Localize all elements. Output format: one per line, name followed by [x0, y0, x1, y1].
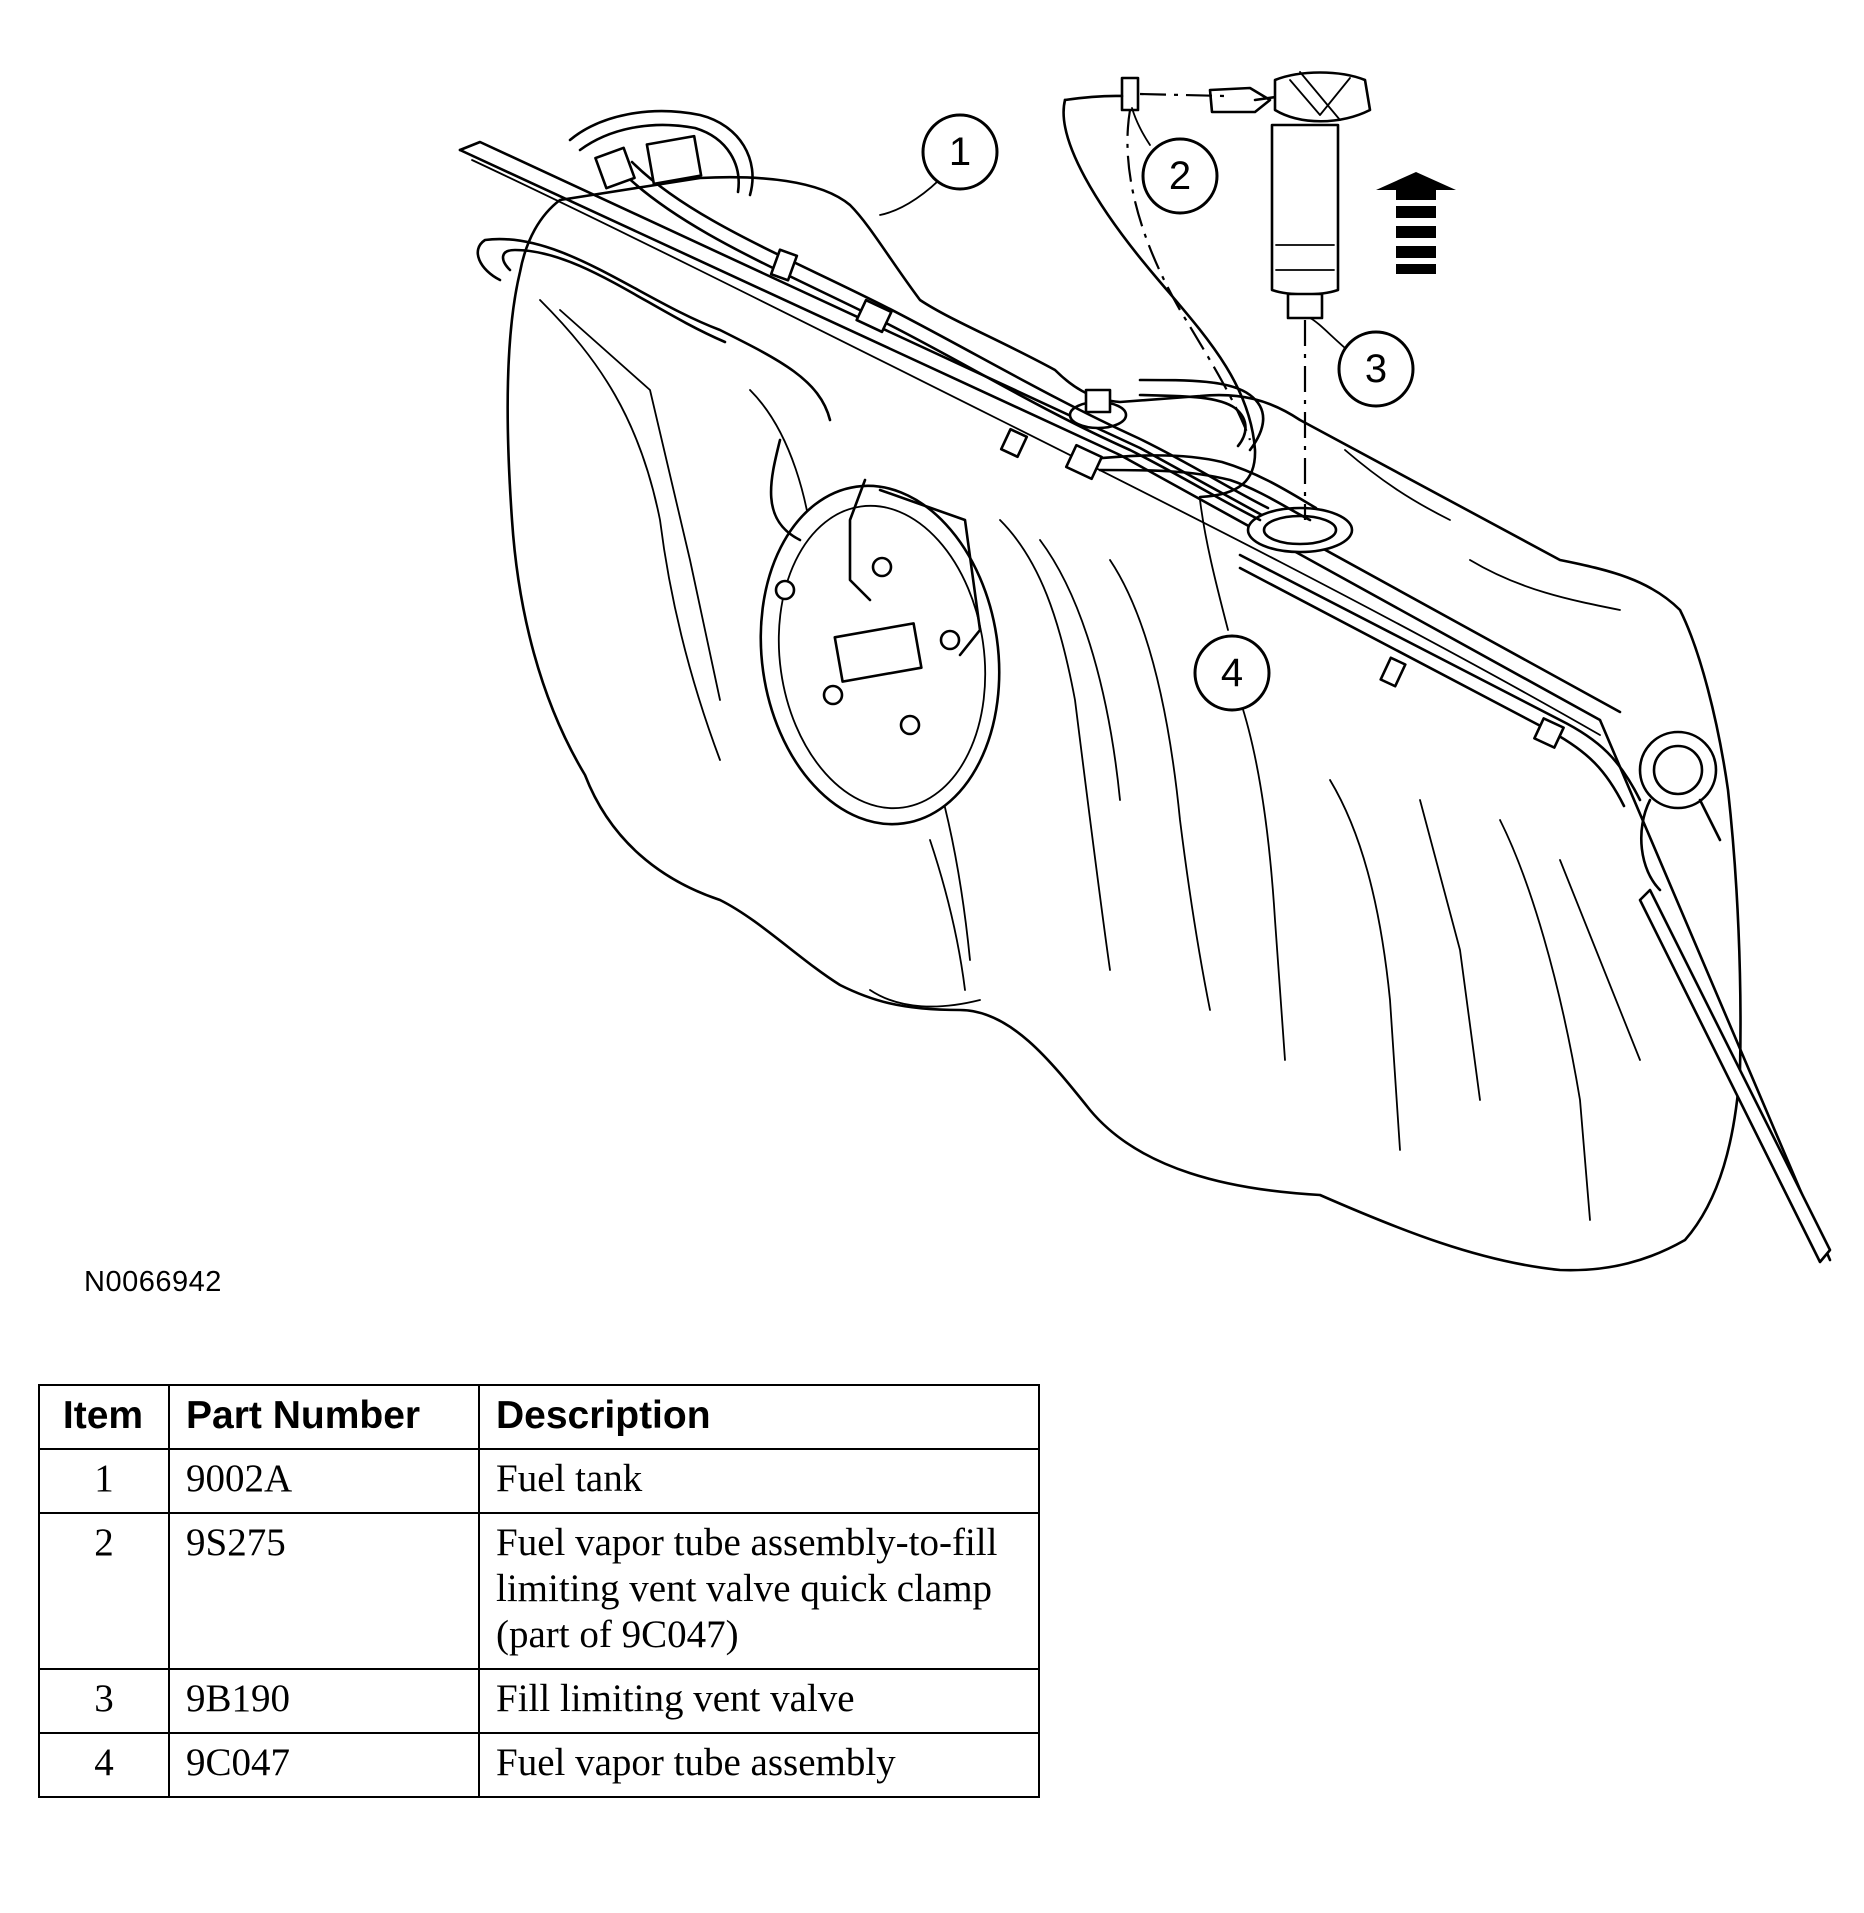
table-header-row: Item Part Number Description: [38, 1384, 1040, 1450]
column-header-part-number: Part Number: [168, 1384, 480, 1450]
cell-description: Fuel vapor tube assembly: [478, 1732, 1040, 1798]
cell-item: 4: [38, 1732, 170, 1798]
fuel-tank-drawing: [458, 140, 1832, 1272]
exploded-view-diagram: 1 2 3 4: [458, 71, 1832, 1272]
svg-text:2: 2: [1169, 154, 1191, 198]
callout-3: 3: [1337, 330, 1415, 408]
svg-text:4: 4: [1221, 651, 1243, 695]
svg-text:3: 3: [1365, 347, 1387, 391]
vent-valve-drawing: [1120, 71, 1456, 320]
vapor-tube-drawing: [476, 109, 1642, 808]
cell-item: 2: [38, 1512, 170, 1670]
callout-1: 1: [921, 113, 999, 191]
cell-description: Fill limiting vent valve: [478, 1668, 1040, 1734]
column-header-item: Item: [38, 1384, 170, 1450]
cell-item: 3: [38, 1668, 170, 1734]
table-row: 1 9002A Fuel tank: [38, 1448, 1040, 1514]
column-header-description: Description: [478, 1384, 1040, 1450]
svg-text:1: 1: [949, 130, 971, 174]
parts-table: Item Part Number Description 1 9002A Fue…: [38, 1384, 1040, 1798]
cell-part-number: 9C047: [168, 1732, 480, 1798]
figure-id: N0066942: [84, 1266, 222, 1298]
cell-part-number: 9B190: [168, 1668, 480, 1734]
table-row: 4 9C047 Fuel vapor tube assembly: [38, 1732, 1040, 1798]
cell-description: Fuel vapor tube assembly-to-fill limitin…: [478, 1512, 1040, 1670]
cell-description: Fuel tank: [478, 1448, 1040, 1514]
cell-item: 1: [38, 1448, 170, 1514]
cell-part-number: 9S275: [168, 1512, 480, 1670]
callout-4: 4: [1193, 634, 1271, 712]
assembly-lines: [1062, 92, 1307, 520]
table-row: 3 9B190 Fill limiting vent valve: [38, 1668, 1040, 1734]
removal-direction-arrow-icon: [1376, 172, 1456, 274]
table-row: 2 9S275 Fuel vapor tube assembly-to-fill…: [38, 1512, 1040, 1670]
callout-2: 2: [1141, 137, 1219, 215]
cell-part-number: 9002A: [168, 1448, 480, 1514]
